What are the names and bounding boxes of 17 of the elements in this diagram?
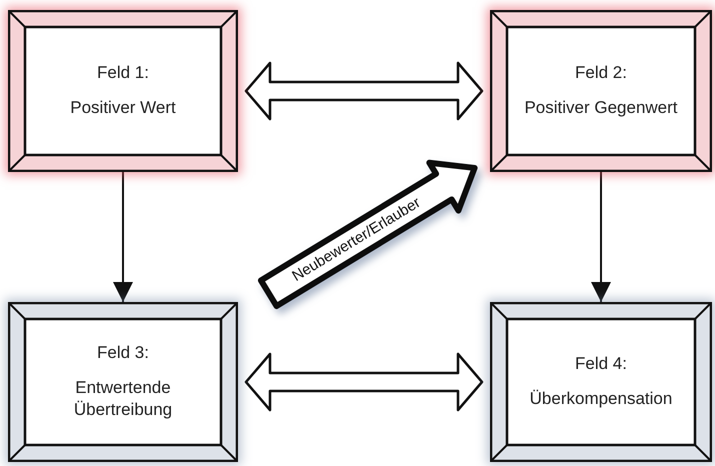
arrow bbox=[113, 172, 133, 302]
box-text: Überkompensation bbox=[530, 388, 672, 410]
box-text: Positiver Wert bbox=[70, 97, 176, 119]
block-arrow bbox=[258, 160, 478, 310]
framed-box bbox=[8, 302, 238, 462]
box-heading: Feld 3: bbox=[97, 342, 149, 364]
box-text: Entwertende Übertreibung bbox=[72, 376, 174, 422]
box-heading: Feld 1: bbox=[97, 62, 149, 84]
box-heading: Feld 4: bbox=[575, 353, 627, 376]
box-heading: Feld 2: bbox=[575, 62, 627, 84]
framed-box bbox=[8, 10, 238, 172]
double-arrow bbox=[244, 62, 484, 120]
double-arrow bbox=[244, 352, 484, 412]
box-text: Positiver Gegenwert bbox=[524, 97, 678, 119]
framed-box bbox=[490, 10, 712, 172]
arrow bbox=[591, 172, 611, 302]
framed-box bbox=[490, 302, 712, 462]
